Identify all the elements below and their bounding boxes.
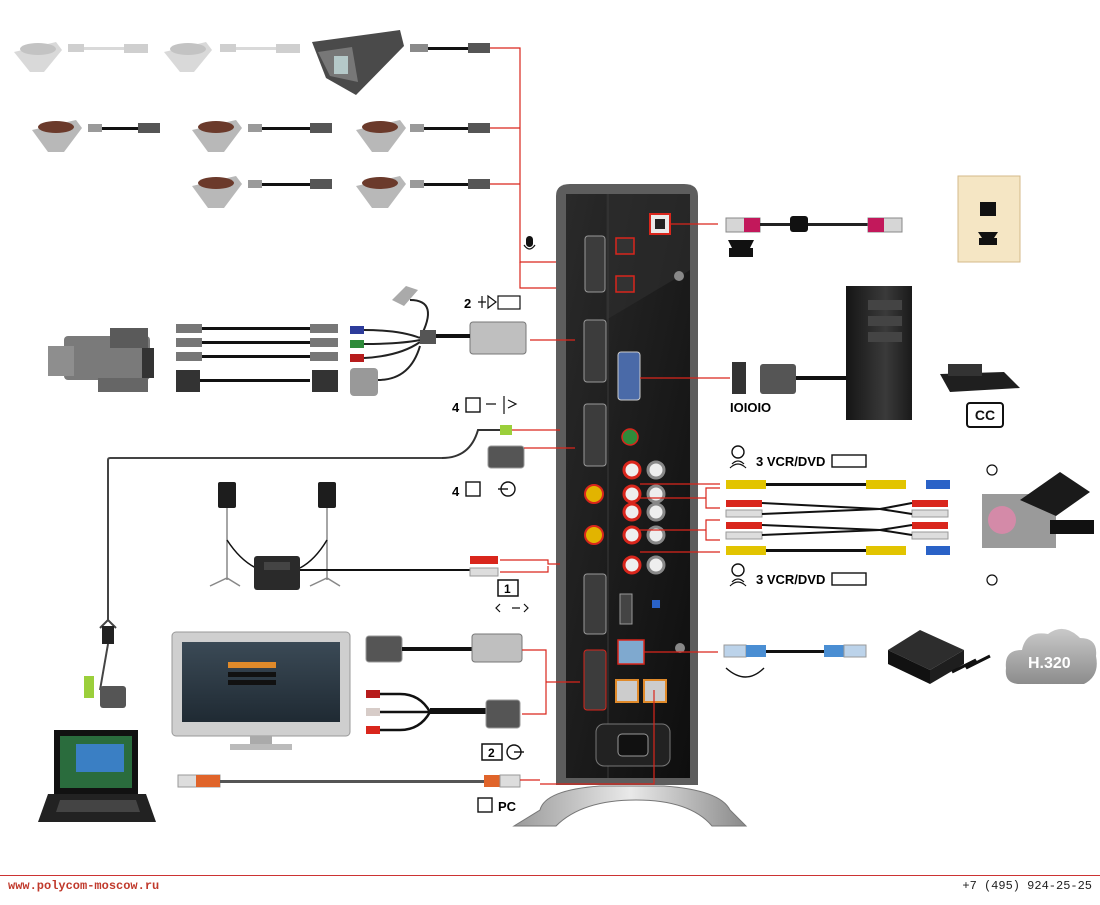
svg-text:3 VCR/DVD: 3 VCR/DVD: [756, 454, 825, 469]
vcr-dvd-device-icon: [982, 464, 1094, 586]
vcr-dvd-label-bottom: 3 VCR/DVD: [729, 563, 867, 587]
svg-text:H.320: H.320: [1028, 655, 1071, 672]
svg-text:2: 2: [464, 296, 471, 311]
mic-cable-icon: [410, 123, 490, 133]
display-box-label: 2: [481, 743, 524, 761]
audio-in-label: 4: [452, 396, 518, 415]
pc-label: PC: [477, 797, 517, 814]
audio-out-label: 4: [452, 481, 516, 499]
display-cables: [365, 633, 523, 734]
speakers-icon: [209, 482, 499, 590]
cc-badge: CC: [966, 402, 1004, 428]
codec-back-panel: [512, 184, 748, 827]
microphone-symbol-icon: [523, 236, 536, 250]
laptop-audio-cables: [84, 425, 575, 708]
svg-text:1: 1: [504, 582, 511, 596]
microphone-pod-icon: [356, 176, 406, 208]
pc-lan-cable: [177, 690, 655, 788]
wall-jack-icon: [957, 175, 1021, 263]
microphone-pod-icon: [32, 120, 82, 152]
vcr-dvd-cables: [640, 480, 950, 555]
breakout-cable-icon: [350, 286, 527, 396]
svg-text:2: 2: [488, 746, 495, 760]
svg-text:4: 4: [452, 400, 460, 415]
video-camera-icon: [48, 328, 154, 392]
cc-device-icon: [940, 364, 1020, 392]
mic-label: IOIOIO: [730, 400, 771, 415]
monitor-icon: [171, 631, 351, 750]
camera-count-label: 2: [464, 294, 521, 311]
svg-text:IOIOIO: IOIOIO: [730, 400, 771, 415]
mic-cable-icon: [88, 123, 160, 133]
microphone-pod-icon: [192, 120, 242, 152]
isdn-cable: [644, 644, 867, 678]
svg-text:3 VCR/DVD: 3 VCR/DVD: [756, 572, 825, 587]
conference-phone-icon: [312, 30, 404, 95]
phone-line-cable: [670, 216, 903, 233]
microphone-pod-icon: [356, 120, 406, 152]
mic-cable-icon: [410, 43, 490, 53]
pc-tower-icon: [846, 286, 912, 420]
svg-text:PC: PC: [498, 799, 517, 814]
telephone-icon: [728, 240, 754, 257]
speaker-link-lines: [500, 559, 560, 573]
laptop-icon: [38, 730, 156, 822]
phone-number: +7 (495) 924-25-25: [962, 879, 1092, 893]
cloud-icon: H.320: [1005, 628, 1097, 684]
microphone-pod-icon: [164, 42, 212, 72]
display-link-lines: [522, 649, 580, 715]
microphone-pod-icon: [192, 176, 242, 208]
microphone-pod-icon: [14, 42, 62, 72]
mic-cable-icon: [248, 123, 332, 133]
camera-bnc-cables: [176, 324, 338, 392]
vcr-dvd-label-top: 3 VCR/DVD: [729, 445, 867, 469]
footer-divider: [0, 875, 1100, 876]
isdn-adapter-icon: [888, 630, 991, 684]
mic-cable-icon: [220, 44, 300, 53]
speaker-box-label: 1: [495, 579, 529, 613]
svg-text:4: 4: [452, 484, 460, 499]
website-link[interactable]: www.polycom-moscow.ru: [8, 879, 160, 893]
mic-cable-icon: [68, 44, 148, 53]
mic-cable-icon: [248, 179, 332, 189]
mic-cable-icon: [410, 179, 490, 189]
serial-cable: [640, 362, 846, 394]
